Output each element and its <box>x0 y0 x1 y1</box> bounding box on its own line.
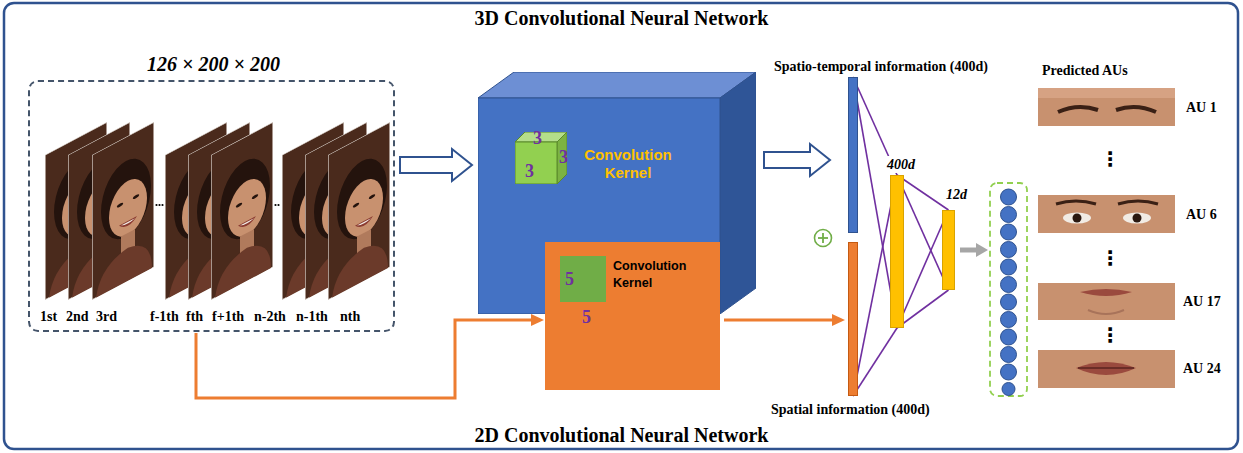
face-frame <box>92 122 154 300</box>
text-holder: 1st <box>40 308 57 325</box>
text-holder: 3 <box>533 129 542 147</box>
connector <box>764 144 830 176</box>
vertical-ellipsis: ⋮ <box>1100 148 1120 170</box>
plus-symbol <box>815 230 832 247</box>
au-crop-chin <box>1038 283 1175 320</box>
text-holder: AU 17 <box>1183 293 1221 310</box>
text-holder: f-1th <box>150 308 179 325</box>
kernel-label: Convolution Kernel <box>576 146 680 182</box>
text-holder: 2D Convolutional Neural Network <box>0 423 1243 447</box>
au-name: AU 24 <box>1183 360 1221 377</box>
section-title: 2D Convolutional Neural Network <box>0 423 1243 447</box>
frame-index: 1st <box>40 308 57 325</box>
text-holder: fth <box>186 308 203 325</box>
text-holder: 3D Convolutional Neural Network <box>0 6 1243 30</box>
frame-index: 3rd <box>96 308 117 325</box>
output-heading: Predicted AUs <box>1042 62 1128 79</box>
text-holder: 3rd <box>96 308 117 325</box>
frame-index: nth <box>340 308 360 325</box>
text-holder: nth <box>340 308 360 325</box>
fc-layer-bar: 400d <box>890 175 904 328</box>
cnn2d-block: Convolution Kernel55 <box>545 242 720 390</box>
text-holder: 2nd <box>66 308 89 325</box>
video-frames <box>45 122 390 300</box>
layer-dim: 12d <box>945 186 968 203</box>
au-crop-lips <box>1038 350 1175 388</box>
feature-bar: Spatio-temporal information (400d) <box>848 77 858 233</box>
arrow-head <box>531 314 544 326</box>
layer-dim: 400d <box>886 156 916 173</box>
text-holder: 5 <box>565 270 574 288</box>
frame-index: f+1th <box>212 308 244 325</box>
vertical-ellipsis: ⋮ <box>1100 324 1120 346</box>
text-holder: 400d <box>886 156 916 173</box>
arrow-head <box>832 314 845 326</box>
text-holder: 3 <box>559 148 568 166</box>
text-holder: Spatial information (400d) <box>771 401 930 418</box>
frame-index: fth <box>186 308 203 325</box>
au-crop-eyes <box>1038 195 1175 233</box>
vertical-ellipsis: ⋮ <box>1100 247 1120 269</box>
hollow-arrow <box>400 149 472 181</box>
output-units <box>990 183 1027 396</box>
feature-label: Spatial information (400d) <box>771 401 930 418</box>
frame-index: n-1th <box>296 308 328 325</box>
fc-layer-bar: 12d <box>942 210 955 290</box>
input-size: 126 × 200 × 200 <box>30 52 397 76</box>
text-holder: Predicted AUs <box>1042 62 1128 79</box>
text-holder: Convolution Kernel <box>613 258 717 292</box>
text-holder: 3 <box>525 162 534 180</box>
text-holder: ⋮ <box>1100 148 1120 170</box>
kernel-3d: 333 <box>515 132 567 184</box>
connector <box>897 175 949 328</box>
text-holder: ⋮ <box>1100 324 1120 346</box>
kernel-2d: 55 <box>560 256 606 302</box>
kernel-size: 3 <box>559 148 568 166</box>
text-holder: n-2th <box>254 308 286 325</box>
input-frames-box: 126 × 200 × 200 <box>28 80 395 332</box>
text-holder: f+1th <box>212 308 244 325</box>
section-title: 3D Convolutional Neural Network <box>0 6 1243 30</box>
feature-bar: Spatial information (400d) <box>848 242 858 396</box>
text-holder: Convolution Kernel <box>576 146 680 182</box>
frame-index: f-1th <box>150 308 179 325</box>
connector-line <box>724 319 835 322</box>
text-holder: 12d <box>945 186 968 203</box>
kernel-size: 3 <box>533 129 542 147</box>
au-name: AU 17 <box>1183 293 1221 310</box>
connector-line <box>853 328 897 396</box>
text-holder: AU 1 <box>1186 99 1217 116</box>
connector <box>196 314 544 398</box>
hollow-arrow <box>764 144 830 176</box>
output-arrow <box>960 243 988 257</box>
au-crop-forehead <box>1038 88 1175 126</box>
connector-line <box>897 290 949 328</box>
face-frame <box>211 122 273 300</box>
au-name: AU 1 <box>1186 99 1217 116</box>
ellipsis-dots <box>155 204 279 206</box>
frame-index: n-2th <box>254 308 286 325</box>
face-frame <box>328 122 390 300</box>
text-holder: 5 <box>582 308 591 326</box>
text-holder: n-1th <box>296 308 328 325</box>
text-holder: AU 24 <box>1183 360 1221 377</box>
outer-frame <box>4 3 1238 449</box>
text-holder: ⋮ <box>1100 247 1120 269</box>
frame-index: 2nd <box>66 308 89 325</box>
text-holder: AU 6 <box>1186 206 1217 223</box>
kernel-size: 5 <box>565 270 574 288</box>
connector-line <box>897 175 949 290</box>
feature-label: Spatio-temporal information (400d) <box>774 58 988 75</box>
connector-line <box>897 210 949 328</box>
text-holder: 126 × 200 × 200 <box>30 52 397 76</box>
connector <box>724 314 845 326</box>
connector <box>400 149 472 181</box>
au-name: AU 6 <box>1186 206 1217 223</box>
text-holder: Spatio-temporal information (400d) <box>774 58 988 75</box>
kernel-size: 3 <box>525 162 534 180</box>
kernel-size: 5 <box>582 308 591 326</box>
kernel-label: Convolution Kernel <box>613 258 717 292</box>
